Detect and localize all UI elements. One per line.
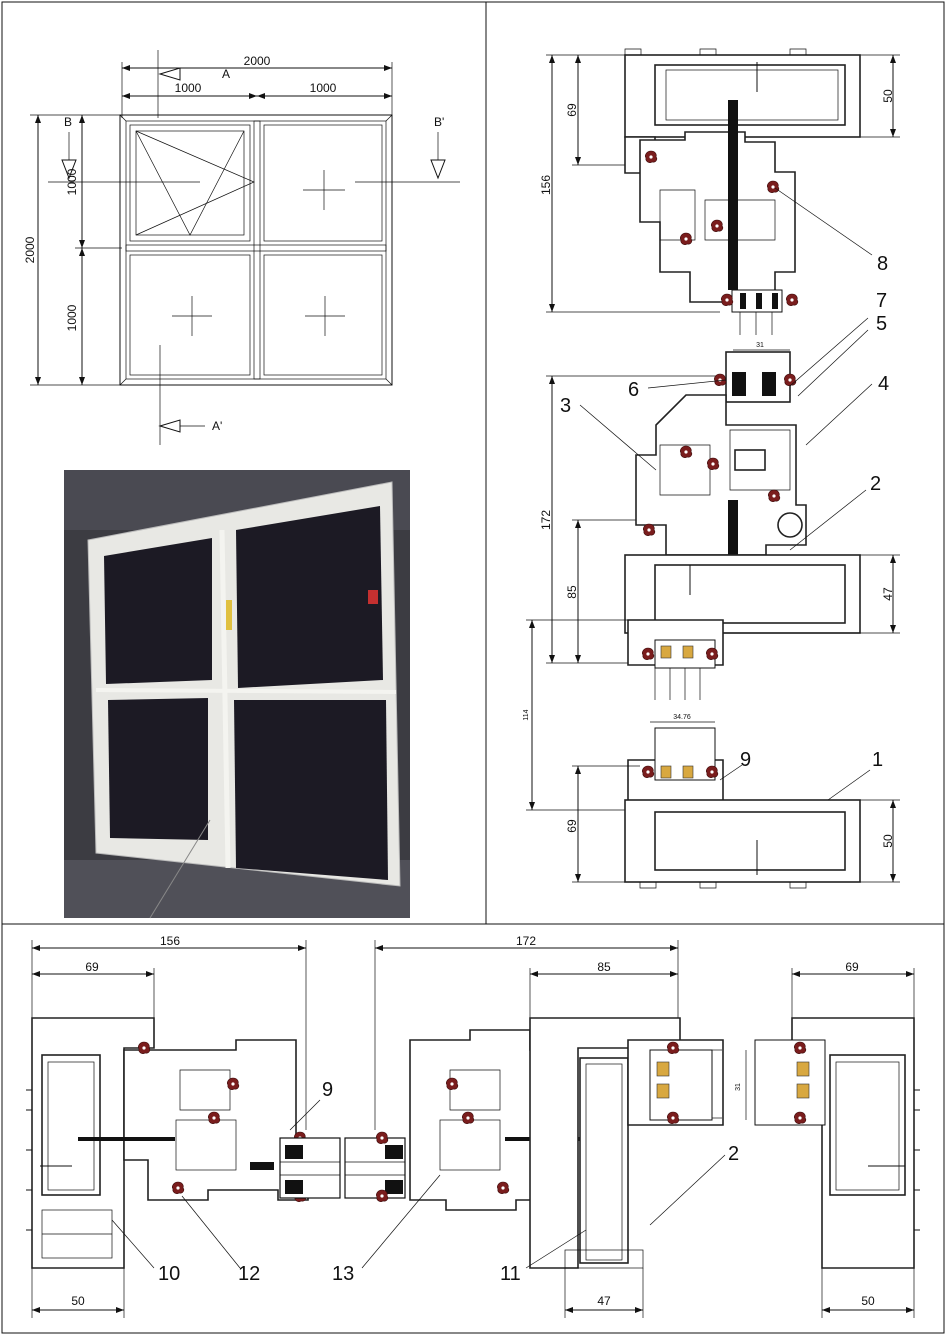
- dim-85-horizontal: 85: [597, 960, 611, 974]
- dim-47-vertical: 47: [881, 587, 895, 601]
- dim-156-horizontal: 156: [160, 934, 180, 948]
- callout-8: 8: [877, 253, 888, 275]
- callout-2: 2: [870, 473, 881, 495]
- callout-11: 11: [500, 1263, 521, 1285]
- section-marker-b-prime: B': [434, 115, 444, 129]
- dim-85-vertical: 85: [565, 585, 579, 599]
- dim-69-vertical-bottom: 69: [565, 819, 579, 833]
- glass-width-3476: 34.76: [673, 714, 691, 721]
- dim-panel-width-right: 1000: [310, 81, 337, 95]
- dim-47-horizontal: 47: [597, 1294, 611, 1308]
- callout-13: 13: [332, 1263, 354, 1285]
- glass-width-31: 31: [756, 342, 764, 349]
- callout-5: 5: [876, 313, 887, 335]
- callout-3: 3: [560, 395, 571, 417]
- dim-overall-width: 2000: [244, 54, 271, 68]
- callout-9-horizontal: 9: [322, 1079, 333, 1101]
- dim-172-horizontal: 172: [516, 934, 536, 948]
- callout-1: 1: [872, 749, 883, 771]
- dim-panel-height-bottom: 1000: [65, 304, 79, 331]
- window-elevation: 2000 A 1000 1000 2000 1000 1000 B B': [23, 50, 460, 445]
- vertical-section: 156 69 50 8: [523, 48, 900, 889]
- dim-69-horizontal-right: 69: [845, 960, 859, 974]
- dim-172-vertical: 172: [539, 510, 553, 530]
- dim-50-vertical-bottom: 50: [881, 834, 895, 848]
- callout-6: 6: [628, 379, 639, 401]
- dim-50-horizontal-right: 50: [861, 1294, 875, 1308]
- dim-69-horizontal-left: 69: [85, 960, 99, 974]
- glass-width-31-horizontal: 31: [735, 1083, 742, 1091]
- dim-114: 114: [523, 709, 530, 720]
- dim-50-horizontal-left: 50: [71, 1294, 85, 1308]
- dim-50-vertical-top: 50: [881, 89, 895, 103]
- dim-69-vertical-top: 69: [565, 103, 579, 117]
- callout-9-vertical: 9: [740, 749, 751, 771]
- callout-4: 4: [878, 373, 889, 395]
- dim-156-vertical: 156: [539, 175, 553, 195]
- callout-12: 12: [238, 1263, 260, 1285]
- section-marker-a: A: [222, 67, 230, 81]
- dim-overall-height: 2000: [23, 236, 37, 263]
- callout-7: 7: [876, 290, 887, 312]
- section-marker-a-prime: A': [212, 419, 222, 433]
- callout-10: 10: [158, 1263, 180, 1285]
- horizontal-section: 156 69 172 85 69: [26, 934, 920, 1318]
- section-marker-b: B: [64, 115, 72, 129]
- window-photo: [64, 470, 410, 919]
- dim-panel-width-left: 1000: [175, 81, 202, 95]
- callout-2-horizontal: 2: [728, 1143, 739, 1165]
